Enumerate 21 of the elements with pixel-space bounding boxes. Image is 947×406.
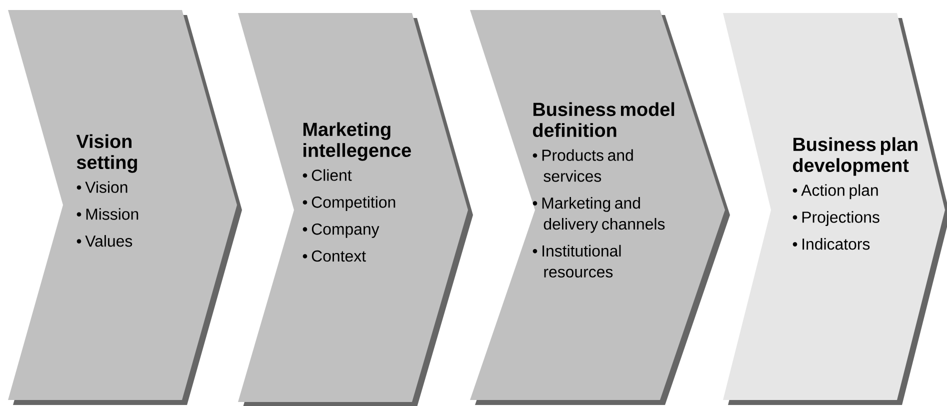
step-heading: Vision setting bbox=[76, 134, 137, 173]
bullet-item: • Client bbox=[302, 169, 352, 181]
bullet-item: • Action plan bbox=[792, 184, 878, 200]
bullet-item: • Marketing and delivery channels bbox=[532, 197, 665, 233]
bullet-item: • Context bbox=[302, 250, 366, 262]
bullet-item: • Indicators bbox=[792, 238, 870, 250]
bullet-item: • Values bbox=[76, 235, 132, 247]
bullet-item: • Vision bbox=[76, 181, 128, 193]
bullet-item: • Projections bbox=[792, 211, 880, 226]
bullet-item: • Competition bbox=[302, 196, 396, 211]
step-panel bbox=[238, 13, 473, 406]
step-panel bbox=[723, 13, 947, 405]
step-heading: Marketing intellegence bbox=[303, 122, 411, 161]
step-panel bbox=[8, 10, 242, 405]
step-heading: Business plan development bbox=[792, 137, 918, 176]
bullet-item: • Institutional resources bbox=[532, 244, 621, 278]
bullet-item: • Products and services bbox=[532, 149, 633, 182]
bullet-item: • Company bbox=[302, 223, 380, 238]
step-panel bbox=[470, 10, 730, 405]
step-heading: Business model definition bbox=[532, 102, 674, 138]
bullet-item: • Mission bbox=[76, 208, 138, 220]
